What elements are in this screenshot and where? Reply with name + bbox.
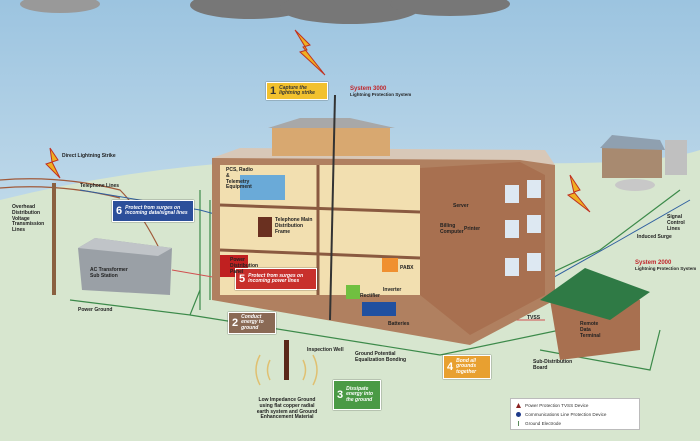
label-power-ground: Power Ground: [78, 307, 113, 313]
label-pabx: PABX: [400, 265, 414, 271]
legend: Power Protection TVSS Device Communicati…: [510, 398, 640, 430]
label-induced-surge: Induced Surge: [637, 234, 672, 240]
label-overhead: Overhead Distribution Voltage Transmissi…: [12, 204, 45, 233]
label-transformer: AC Transformer Sub Station: [90, 267, 128, 279]
label-telephone-lines: Telephone Lines: [80, 183, 120, 189]
tvss-device-icon: [516, 403, 521, 408]
ground-electrode-icon: [518, 421, 519, 426]
label-rectifier: Rectifier: [360, 293, 381, 299]
label-mdf: Telephone Main Distribution Frame: [275, 217, 313, 235]
label-low-impedance: Low Impedance Ground using flat copper r…: [256, 397, 318, 421]
legend-item: Ground Electrode: [516, 419, 634, 428]
label-batteries: Batteries: [388, 321, 410, 327]
label-billing: Billing Computer: [440, 223, 464, 235]
label-pcs: PCS, Radio & Telemetry Equipment: [226, 167, 253, 191]
label-inspection: Inspection Well: [307, 347, 344, 353]
lightning-bolt-icon: [45, 29, 591, 213]
label-server: Server: [453, 203, 469, 209]
label-direct-strike: Direct Lightning Strike: [62, 153, 116, 159]
label-tvss: TVSS: [527, 315, 541, 321]
label-inverter: Inverter: [383, 287, 402, 293]
label-signal-lines: Signal Control Lines: [667, 214, 685, 232]
label-pdp: Power Distribution Panel: [230, 257, 259, 275]
label-remote-terminal: Remote Data Terminal: [580, 321, 601, 339]
label-sub-distribution: Sub-Distribution Board: [533, 359, 573, 371]
legend-item: Communications Line Protection Device: [516, 410, 634, 419]
label-printer: Printer: [464, 226, 481, 232]
comm-protection-icon: [516, 412, 521, 417]
legend-item: Power Protection TVSS Device: [516, 401, 634, 410]
clouds: [20, 0, 510, 24]
label-gpe: Ground Potential Equalization Bonding: [355, 351, 407, 363]
